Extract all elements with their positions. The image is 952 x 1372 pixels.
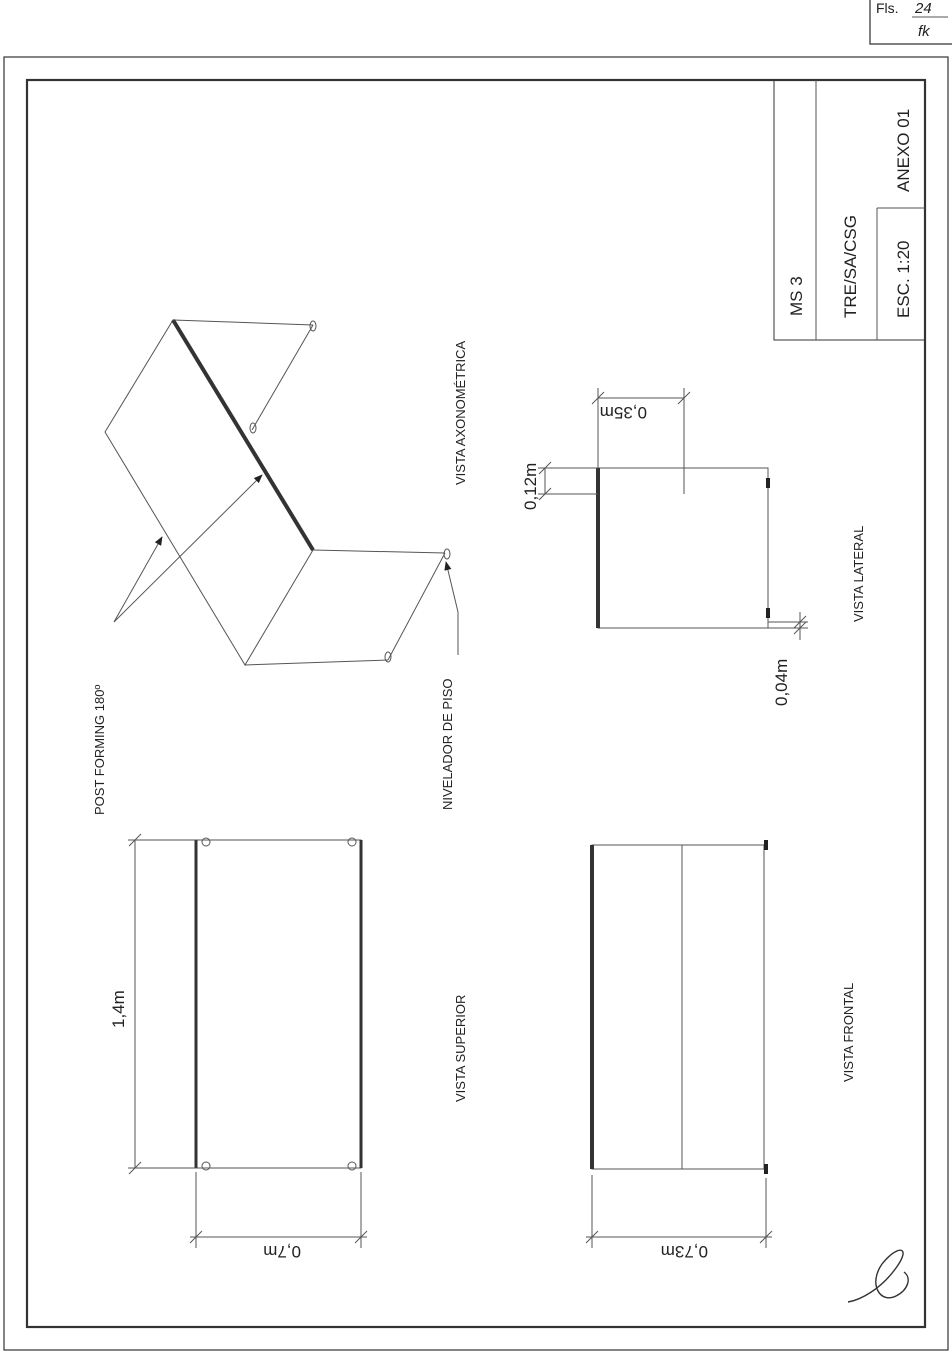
lateral-view-drawing xyxy=(538,388,808,640)
top-depth-dimension: 0,7m xyxy=(263,1242,301,1261)
leg-height-dimension: 0,04m xyxy=(772,659,791,706)
stamp-prefix: Fls. xyxy=(876,0,899,16)
top-view-title: VISTA SUPERIOR xyxy=(453,995,468,1102)
scale: ESC. 1:20 xyxy=(894,241,913,319)
lateral-view-title: VISTA LATERAL xyxy=(851,526,866,622)
axonometric-drawing xyxy=(104,318,451,666)
signature-mark xyxy=(847,1249,909,1303)
post-forming-label: POST FORMING 180º xyxy=(92,685,107,815)
post-forming-leaders xyxy=(113,474,263,623)
front-height-dimension: 0,73m xyxy=(661,1242,708,1261)
page-number-stamp: Fls. 24 fk xyxy=(869,0,952,45)
axonometric-view-title: VISTA AXONOMÉTRICA xyxy=(453,340,468,485)
title-block: MS 3 TRE/SA/CSG ESC. 1:20 ANEXO 01 xyxy=(773,79,926,341)
drawing-code: MS 3 xyxy=(787,276,806,316)
stamp-initials: fk xyxy=(918,23,931,40)
leveler-leader xyxy=(444,561,459,655)
organization: TRE/SA/CSG xyxy=(841,215,860,318)
annex-label: ANEXO 01 xyxy=(894,109,913,192)
front-view-drawing xyxy=(585,840,773,1248)
lateral-width-dimension: 0,35m xyxy=(600,403,647,422)
outer-frame xyxy=(3,56,949,1351)
front-view-title: VISTA FRONTAL xyxy=(841,983,856,1082)
leveler-label: NIVELADOR DE PISO xyxy=(440,679,455,810)
length-dimension: 1,4m xyxy=(109,990,128,1028)
stamp-number: 24 xyxy=(914,0,932,17)
inner-frame xyxy=(25,78,927,1329)
lateral-offset-dimension: 0,12m xyxy=(521,463,540,510)
top-view-drawing xyxy=(128,833,368,1248)
